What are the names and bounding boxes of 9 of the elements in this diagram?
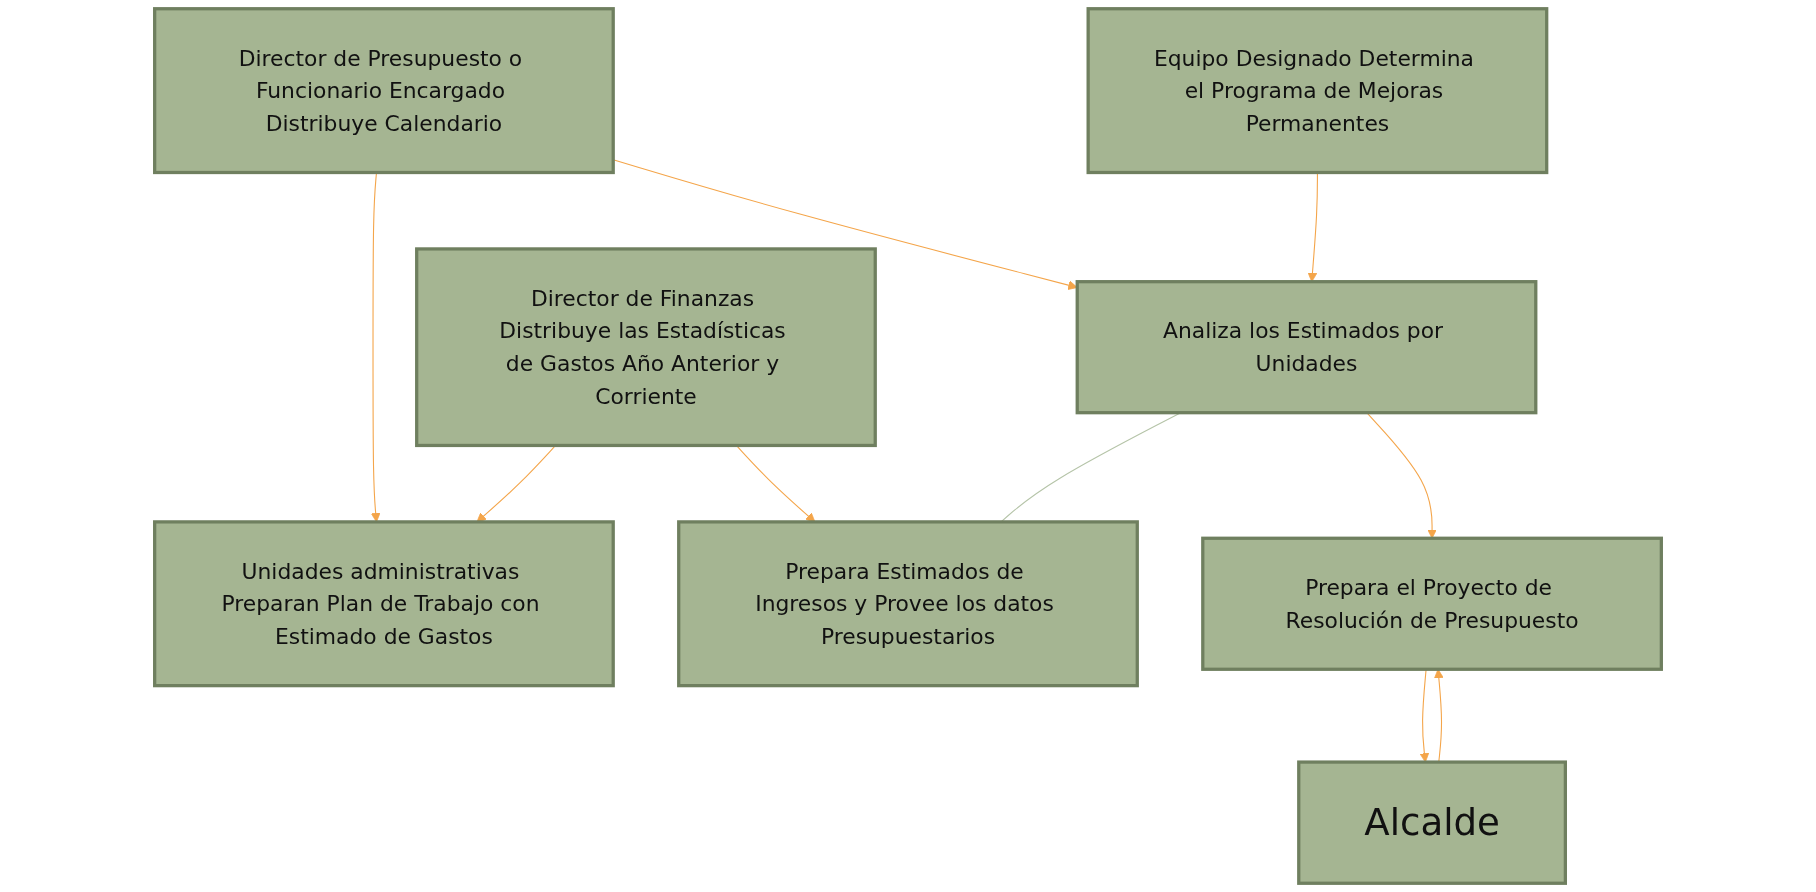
node-box: Alcalde — [1297, 760, 1567, 885]
arrow — [1366, 412, 1437, 539]
node-box: Director de Presupuesto o Funcionario Encargado Distribuye Calendario — [153, 7, 615, 175]
node-box: Prepara el Proyecto de Resolución de Presupuesto — [1201, 536, 1663, 671]
node-box: Unidades administrativas Preparan Plan de Trabajo con Estimado de Gastos — [153, 520, 615, 688]
node-box: Director de Finanzas Distribuye las Estadísticas de Gastos Año Anterior y Corriente — [415, 247, 877, 448]
node-box: Analiza los Estimados por Unidades — [1075, 280, 1538, 415]
node-box: Prepara Estimados de Ingresos y Provee los datos Presupuestarios — [677, 520, 1139, 688]
node-box: Equipo Designado Determina el Programa de Mejoras Permanentes — [1086, 7, 1549, 175]
